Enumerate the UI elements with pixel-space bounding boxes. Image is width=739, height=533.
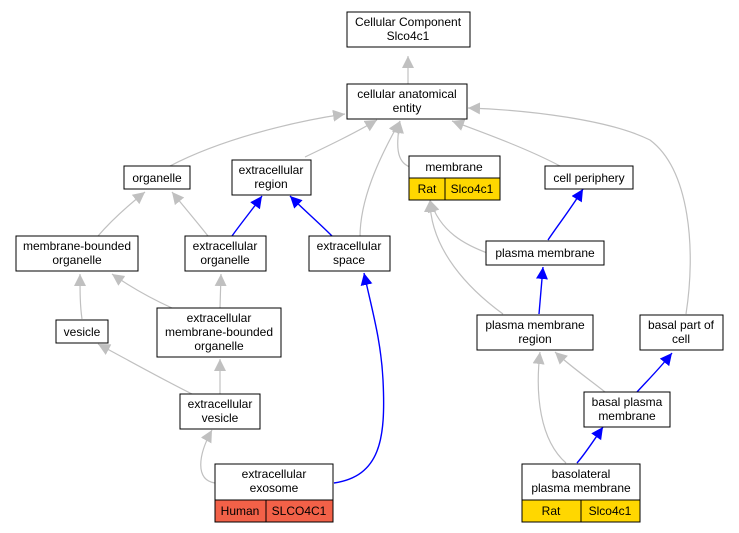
node-label-line: Slco4c1 — [387, 29, 430, 43]
edge-bpc-to-cae — [467, 102, 691, 315]
edge-blpm-to-bpm — [576, 426, 604, 464]
edges — [74, 56, 691, 484]
node-membrane-bounded-organelle[interactable]: membrane-bounded organelle — [15, 235, 139, 272]
node-label-line: organelle — [132, 171, 182, 185]
node-label-line: organelle — [200, 253, 250, 267]
node-extracellular-region[interactable]: extracellular region — [231, 159, 312, 196]
species-label: Human — [221, 504, 260, 518]
node-label-line: membrane-bounded — [23, 239, 131, 253]
node-label-line: extracellular — [239, 163, 304, 177]
node-label-line: region — [518, 332, 551, 346]
edge-pmr-to-membrane — [424, 199, 504, 315]
node-label-line: entity — [393, 101, 422, 115]
node-cellular-anatomical-entity[interactable]: cellular anatomical entity — [346, 83, 468, 120]
gene-badge — [265, 499, 334, 523]
node-label-line: exosome — [250, 481, 299, 495]
node-label-line: extracellular — [187, 311, 252, 325]
edge-blpm-to-pmr — [532, 351, 567, 464]
edge-embo-to-mbo — [111, 273, 173, 309]
node-label-line: basal plasma — [592, 395, 663, 409]
edge-es-to-er — [289, 195, 333, 237]
edge-pm-to-cp — [547, 188, 584, 241]
node-extracellular-membrane-bounded-organelle[interactable]: extracellular membrane-bounded organelle — [156, 307, 282, 358]
node-label-line: cell periphery — [553, 171, 624, 185]
edge-bpm-to-bpc — [636, 352, 673, 393]
node-label-line: organelle — [194, 339, 244, 353]
edge-membrane-to-cae — [392, 120, 411, 168]
node-extracellular-vesicle[interactable]: extracellular vesicle — [179, 393, 261, 430]
node-basal-plasma-membrane[interactable]: basal plasma membrane — [583, 391, 671, 428]
node-cell-periphery[interactable]: cell periphery — [544, 165, 634, 190]
edge-ev-to-vesicle — [97, 343, 193, 395]
node-extracellular-organelle[interactable]: extracellular organelle — [184, 235, 267, 272]
node-label-line: extracellular — [317, 239, 382, 253]
edge-embo-to-eo — [214, 273, 227, 309]
node-label-line: plasma membrane — [495, 246, 595, 260]
node-organelle[interactable]: organelle — [123, 165, 191, 190]
node-label-line: membrane — [598, 409, 656, 423]
node-basolateral-plasma-membrane[interactable]: basolateral plasma membrane Rat Slco4c1 — [521, 463, 641, 523]
node-label-line: cellular anatomical — [357, 87, 456, 101]
gene-badge — [444, 177, 501, 201]
node-cellular-component[interactable]: Cellular Component Slco4c1 — [346, 11, 471, 48]
gene-label: Slco4c1 — [589, 504, 632, 518]
gene-label: Slco4c1 — [451, 182, 494, 196]
edge-vesicle-to-mbo — [74, 273, 87, 320]
node-label-line: basolateral — [552, 467, 611, 481]
node-plasma-membrane[interactable]: plasma membrane — [485, 240, 605, 266]
node-label-line: basal part of — [648, 318, 715, 332]
node-membrane[interactable]: membrane Rat Slco4c1 — [408, 155, 501, 201]
node-label-line: extracellular — [188, 397, 253, 411]
edge-pmr-to-pm — [536, 266, 548, 315]
node-label-line: region — [254, 177, 287, 191]
edge-mbo-to-organelle — [97, 191, 146, 237]
node-label-line: membrane-bounded — [165, 325, 273, 339]
node-label-line: plasma membrane — [485, 318, 585, 332]
species-label: Rat — [418, 182, 437, 196]
edge-pm-to-membrane — [427, 199, 491, 255]
node-vesicle[interactable]: vesicle — [55, 319, 109, 344]
edge-er-to-cae — [304, 119, 378, 158]
node-label-line: space — [333, 253, 365, 267]
node-extracellular-space[interactable]: extracellular space — [308, 235, 391, 272]
nodes: Cellular Component Slco4c1 cellular anat… — [15, 11, 724, 523]
node-label-line: Cellular Component — [355, 15, 462, 29]
node-label-line: extracellular — [193, 239, 258, 253]
node-plasma-membrane-region[interactable]: plasma membrane region — [476, 314, 594, 351]
species-label: Rat — [542, 504, 561, 518]
node-label-line: organelle — [52, 253, 102, 267]
node-label-line: vesicle — [64, 325, 101, 339]
edge-exo-to-es — [333, 272, 385, 484]
node-label-line: vesicle — [202, 411, 239, 425]
edge-exo-to-ev — [200, 429, 216, 484]
node-label-line: plasma membrane — [531, 481, 631, 495]
edge-eo-to-er — [231, 195, 263, 237]
edge-es-to-cae — [359, 120, 401, 238]
node-label-line: cell — [672, 332, 690, 346]
edge-bpm-to-pmr — [554, 351, 606, 393]
node-extracellular-exosome[interactable]: extracellular exosome Human SLCO4C1 — [214, 463, 334, 523]
node-label-line: extracellular — [242, 467, 307, 481]
edge-cp-to-cae — [451, 119, 561, 167]
gene-badge — [580, 499, 641, 523]
edge-eo-to-organelle — [171, 191, 209, 237]
node-label-line: membrane — [425, 160, 483, 174]
gene-label: SLCO4C1 — [272, 504, 327, 518]
node-basal-part-of-cell[interactable]: basal part of cell — [639, 314, 724, 351]
edge-organelle-to-cae — [169, 109, 346, 167]
